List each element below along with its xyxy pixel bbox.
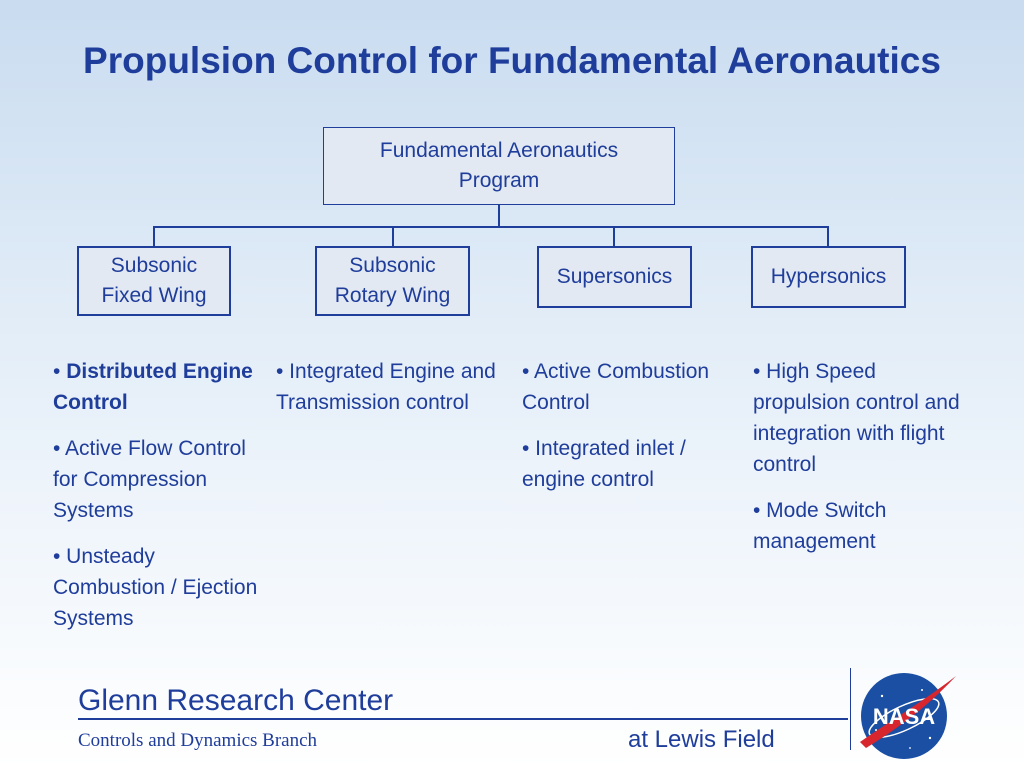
- branch-box-subsonic-fixed-wing: Subsonic Fixed Wing: [77, 246, 231, 316]
- logo-divider: [850, 668, 851, 750]
- footer-branch-name: Controls and Dynamics Branch: [78, 730, 318, 751]
- branch-1-line-1: Subsonic: [110, 254, 198, 277]
- footer-location: at Lewis Field: [628, 726, 775, 753]
- bullet-item: • Integrated Engine and Transmission con…: [276, 360, 496, 414]
- branch-connector-1: [153, 226, 155, 247]
- bullet-item: • Mode Switch management: [753, 499, 887, 553]
- branch-box-subsonic-rotary-wing: Subsonic Rotary Wing: [315, 246, 470, 316]
- bullet-bold-text: Distributed Engine Control: [53, 360, 253, 414]
- root-line-2: Program: [458, 169, 540, 192]
- column-subsonic-rotary-wing: • Integrated Engine and Transmission con…: [276, 356, 504, 433]
- svg-text:NASA: NASA: [873, 704, 935, 729]
- branch-1-line-2: Fixed Wing: [101, 284, 207, 307]
- root-connector: [498, 205, 500, 227]
- column-subsonic-fixed-wing: • Distributed Engine Control • Active Fl…: [53, 356, 265, 649]
- footer-center-name: Glenn Research Center: [78, 684, 394, 717]
- root-program-box: Fundamental Aeronautics Program: [323, 127, 675, 205]
- bullet-item: • Active Combustion Control: [522, 360, 710, 414]
- branch-connector-3: [613, 226, 615, 247]
- branch-4-line-1: Hypersonics: [770, 265, 887, 288]
- nasa-logo-icon: NASA: [860, 673, 956, 759]
- branch-box-supersonics: Supersonics: [537, 246, 692, 308]
- branch-3-line-1: Supersonics: [556, 265, 673, 288]
- column-supersonics: • Active Combustion Control • Integrated…: [522, 356, 732, 510]
- footer-divider-line: [78, 718, 848, 720]
- bullet-item: • Unsteady Combustion / Ejection Systems: [53, 545, 258, 630]
- branch-2-line-2: Rotary Wing: [334, 284, 451, 307]
- root-line-1: Fundamental Aeronautics: [379, 139, 619, 162]
- branch-box-hypersonics: Hypersonics: [751, 246, 906, 308]
- bullet-item: • High Speed propulsion control and inte…: [753, 360, 960, 476]
- branch-connector-2: [392, 226, 394, 247]
- bullet-item: • Active Flow Control for Compression Sy…: [53, 437, 246, 522]
- slide-title: Propulsion Control for Fundamental Aeron…: [83, 40, 941, 81]
- column-hypersonics: • High Speed propulsion control and inte…: [753, 356, 963, 572]
- bullet-item: • Integrated inlet / engine control: [522, 437, 686, 491]
- horizontal-connector: [153, 226, 828, 228]
- branch-connector-4: [827, 226, 829, 247]
- branch-2-line-1: Subsonic: [349, 254, 436, 277]
- bullet-item: • Distributed Engine Control: [53, 360, 253, 414]
